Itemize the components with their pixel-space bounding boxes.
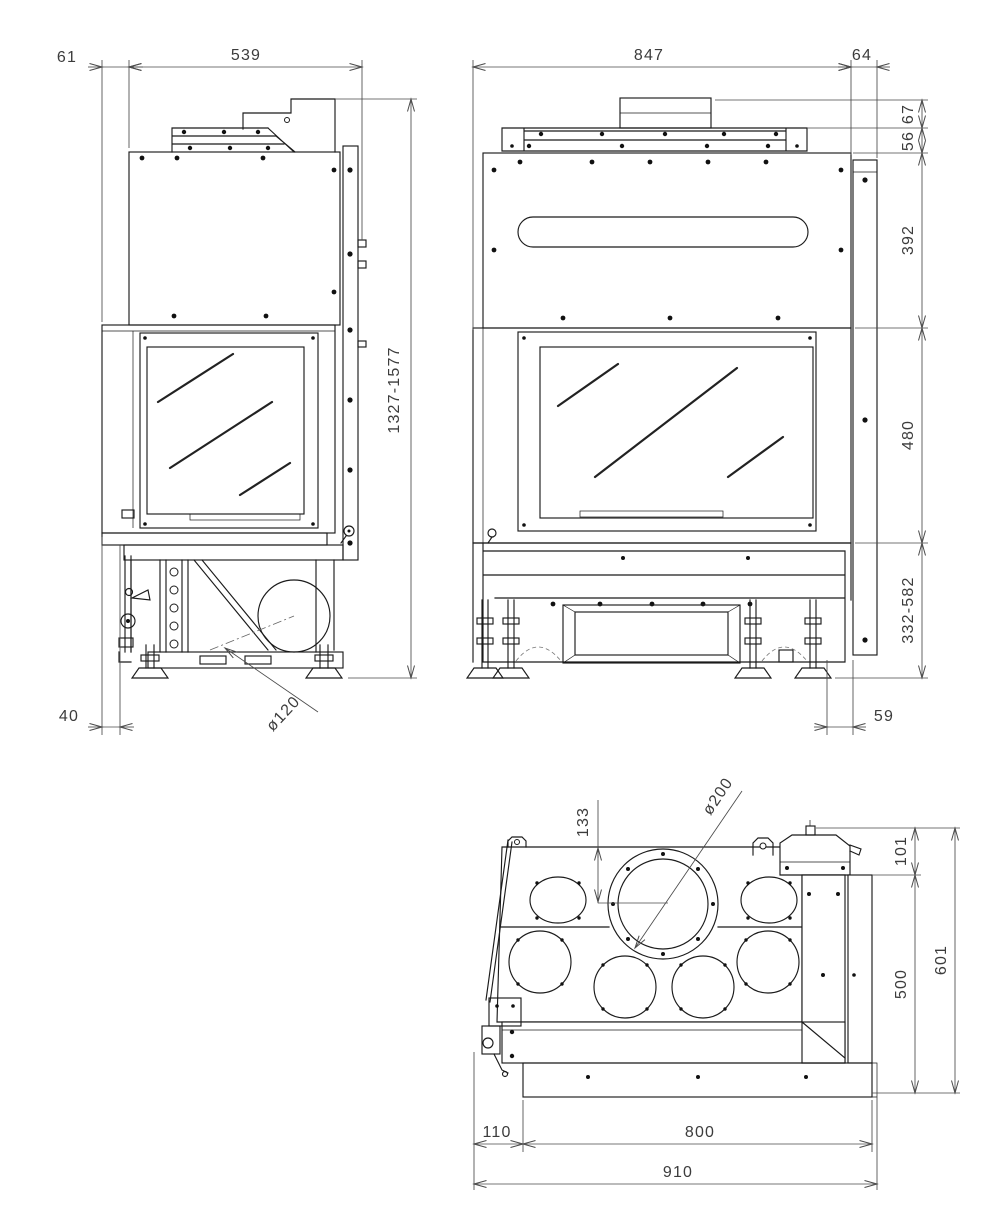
dim-front-collar: 67 (900, 104, 917, 124)
dim-front-top-band: 56 (900, 131, 917, 151)
side-door-key (340, 525, 355, 544)
dim-front-width: 847 (634, 47, 664, 64)
dim-front-bracket: 64 (852, 47, 872, 64)
convection-slot (517, 216, 809, 248)
dim-top-flue-center: 133 (575, 807, 592, 837)
dim-top-total-width: 910 (663, 1164, 693, 1181)
side-dimensions: 61 539 1327-1577 40 ø120 (57, 47, 417, 735)
side-window (101, 324, 336, 534)
tilted-side-door (481, 839, 522, 1078)
top-dimensions: 133 ø200 101 500 601 110 800 910 (474, 775, 960, 1190)
front-window (472, 327, 852, 544)
dim-front-base-range: 332-582 (900, 576, 917, 643)
top-view: 133 ø200 101 500 601 110 800 910 (474, 775, 960, 1190)
front-dimensions: 847 64 67 56 392 480 332-582 59 (473, 47, 928, 735)
dim-side-depth: 539 (231, 47, 261, 64)
dim-top-body-depth: 500 (893, 969, 910, 999)
dim-top-total-depth: 601 (933, 945, 950, 975)
dim-side-front-gap: 40 (59, 708, 79, 725)
side-view: 61 539 1327-1577 40 ø120 (57, 47, 417, 735)
flue-outlet (607, 848, 719, 960)
dim-top-body-width: 800 (685, 1124, 715, 1141)
front-glass-reflections (556, 362, 785, 479)
dim-duct-diameter: ø120 (263, 693, 304, 735)
top-outline (481, 820, 878, 1098)
dim-front-glass: 480 (900, 420, 917, 450)
front-base (465, 542, 852, 679)
side-base (101, 532, 344, 679)
dim-top-rear-depth: 101 (893, 836, 910, 866)
dim-flue-diameter: ø200 (700, 775, 737, 819)
leveling-feet (465, 599, 833, 679)
front-view: 847 64 67 56 392 480 332-582 59 (465, 47, 928, 735)
front-outline (482, 97, 878, 656)
dim-front-foot-offset: 59 (874, 708, 894, 725)
ash-recess (562, 604, 741, 664)
dim-side-offset-left: 61 (57, 49, 77, 66)
dim-top-door-offset: 110 (482, 1124, 511, 1141)
side-glass-reflections (156, 352, 292, 497)
dim-side-height-range: 1327-1577 (386, 346, 403, 433)
dim-front-upper-body: 392 (900, 225, 917, 255)
door-counterweight-mechanism (118, 555, 151, 663)
